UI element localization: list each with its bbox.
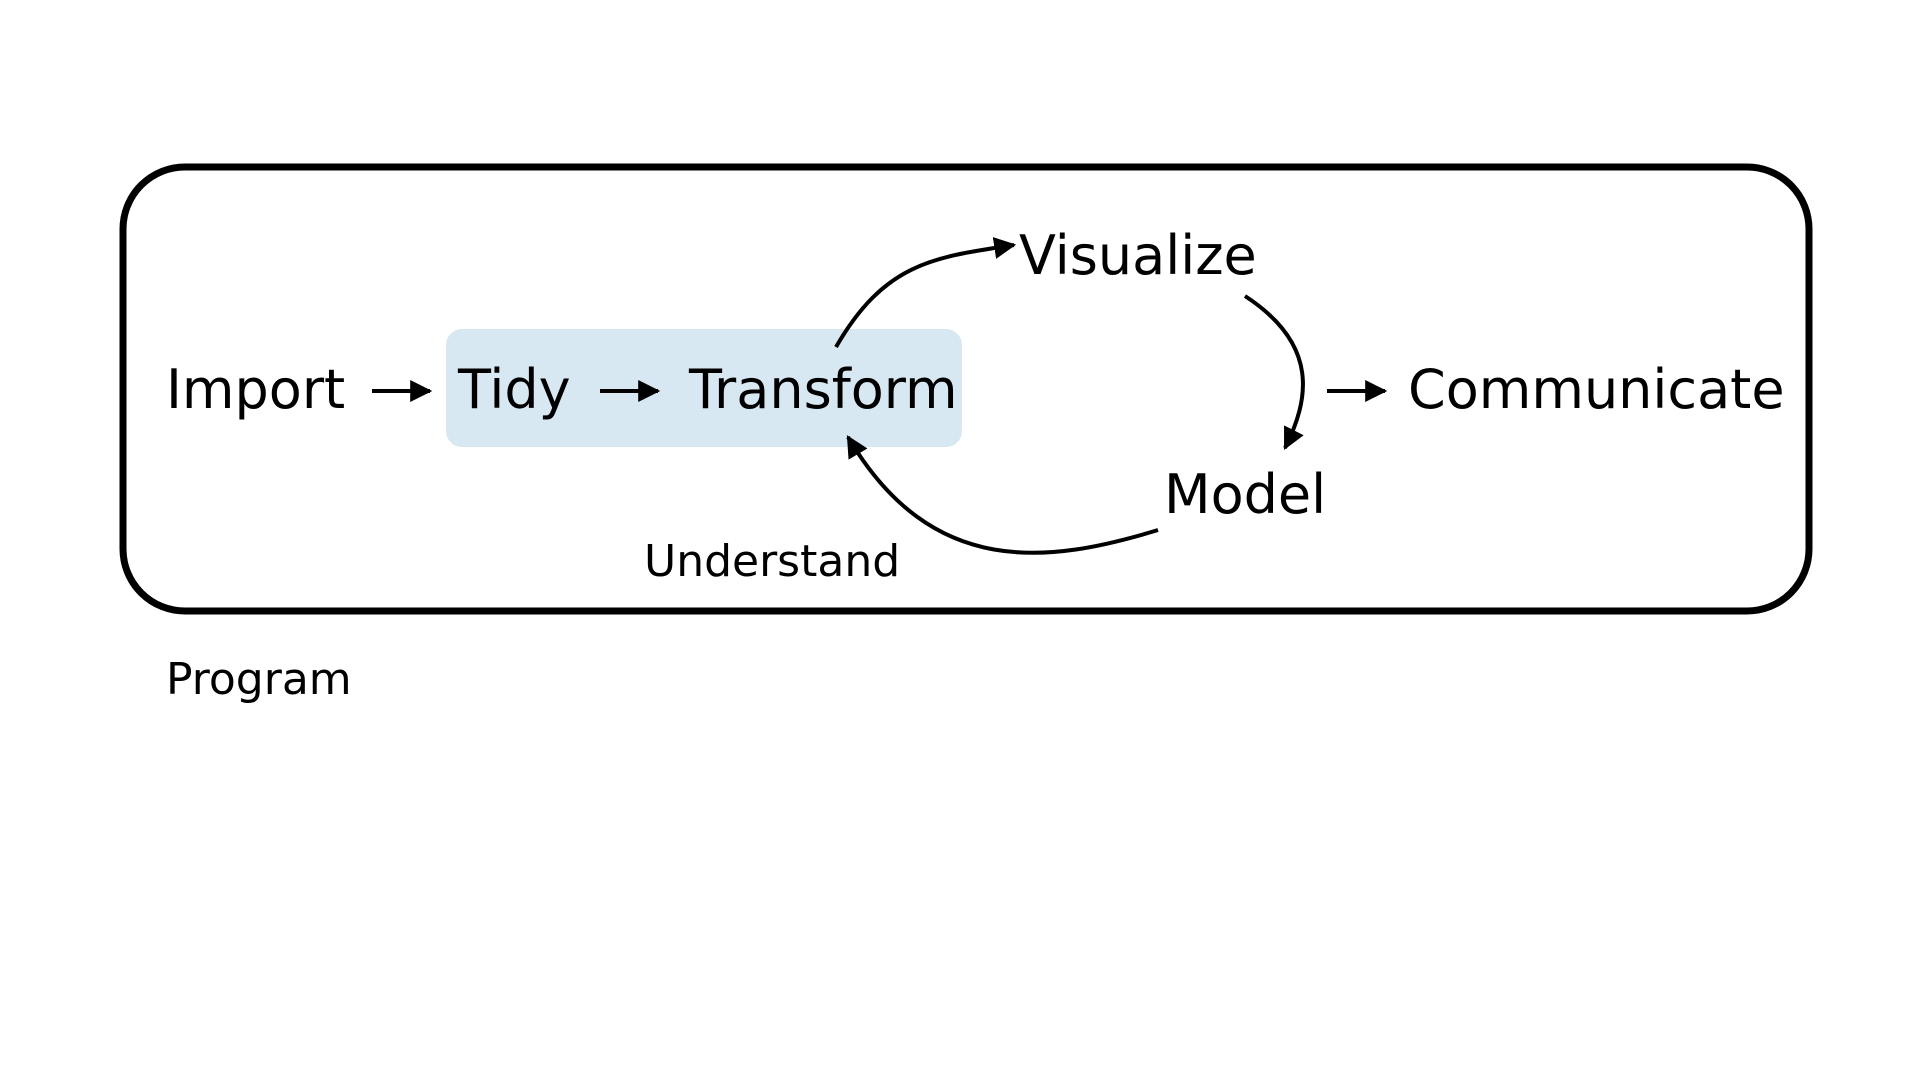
- node-import: Import: [166, 358, 346, 421]
- program-label: Program: [166, 654, 352, 705]
- understand-label: Understand: [644, 536, 901, 587]
- arrow-visualize-to-model: [1243, 294, 1305, 450]
- node-transform: Transform: [689, 358, 958, 421]
- program-frame: [119, 163, 1813, 615]
- node-model: Model: [1164, 463, 1327, 526]
- node-visualize: Visualize: [1019, 224, 1257, 287]
- wrangle-highlight-box: [446, 329, 962, 447]
- arrow-model-to-transform: [846, 435, 1159, 555]
- arrow-transform-to-visualize: [834, 237, 1017, 348]
- node-communicate: Communicate: [1408, 358, 1785, 421]
- node-tidy: Tidy: [458, 358, 571, 421]
